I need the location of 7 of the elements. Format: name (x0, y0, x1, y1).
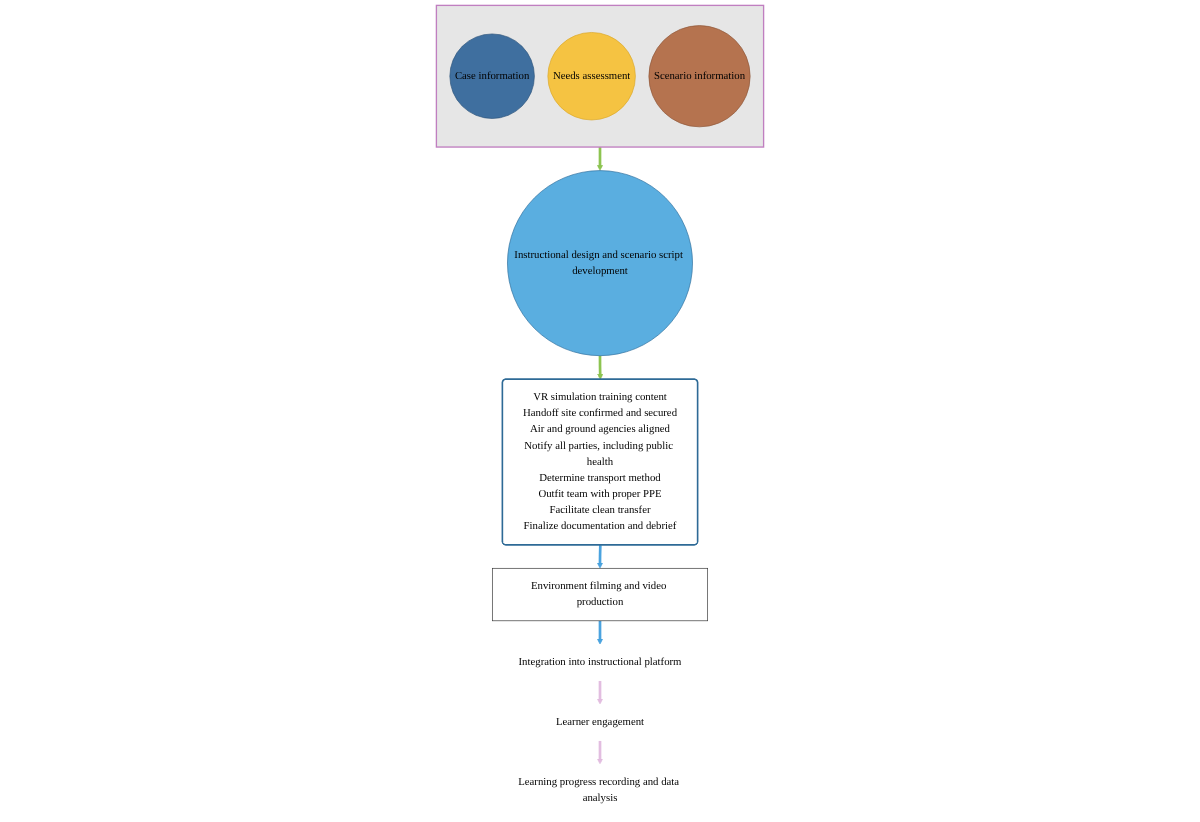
arrow (597, 680, 603, 705)
arrow (597, 740, 603, 765)
cluster (435, 4, 765, 148)
arrow (597, 147, 603, 171)
arrow (597, 355, 604, 380)
arrow (597, 545, 603, 569)
arrow (597, 620, 603, 645)
